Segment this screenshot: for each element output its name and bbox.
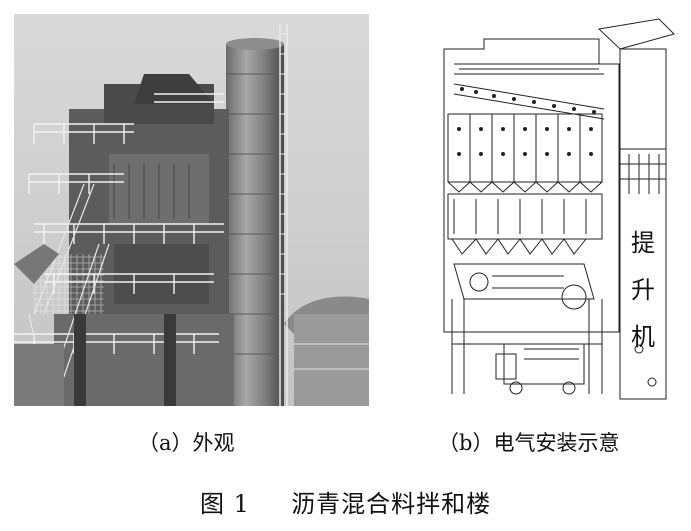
mixer-motor	[561, 284, 587, 310]
hot-aggregate-bins	[447, 113, 603, 193]
silo-tower	[226, 44, 284, 406]
support-legs	[451, 299, 603, 394]
schematic-drawing: 提 升 机	[443, 18, 675, 400]
loading-truck	[495, 343, 585, 395]
background-building	[294, 314, 369, 406]
pugmill-mixer	[453, 263, 595, 300]
silo-ladder	[279, 24, 288, 406]
panel-b-caption: （b）电气安装示意	[438, 431, 620, 455]
panel-a-caption: （a）外观	[138, 431, 235, 455]
figure-number: 图 1	[200, 490, 250, 518]
plant-exterior-photo	[14, 14, 369, 406]
bucket-elevator	[597, 18, 675, 400]
figure-title-text: 沥青混合料拌和楼	[291, 490, 492, 518]
weigh-hoppers	[447, 193, 603, 255]
electrical-installation-diagram: 提 升 机	[424, 14, 684, 406]
plant-photo-illustration	[14, 14, 369, 406]
screen-housing	[134, 74, 214, 104]
elevator-label-char-3: 机	[631, 323, 655, 351]
elevator-label-char-1: 提	[631, 229, 655, 257]
elevator-label-char-2: 升	[631, 276, 655, 304]
figure-caption: 图 1 沥青混合料拌和楼	[200, 484, 491, 519]
